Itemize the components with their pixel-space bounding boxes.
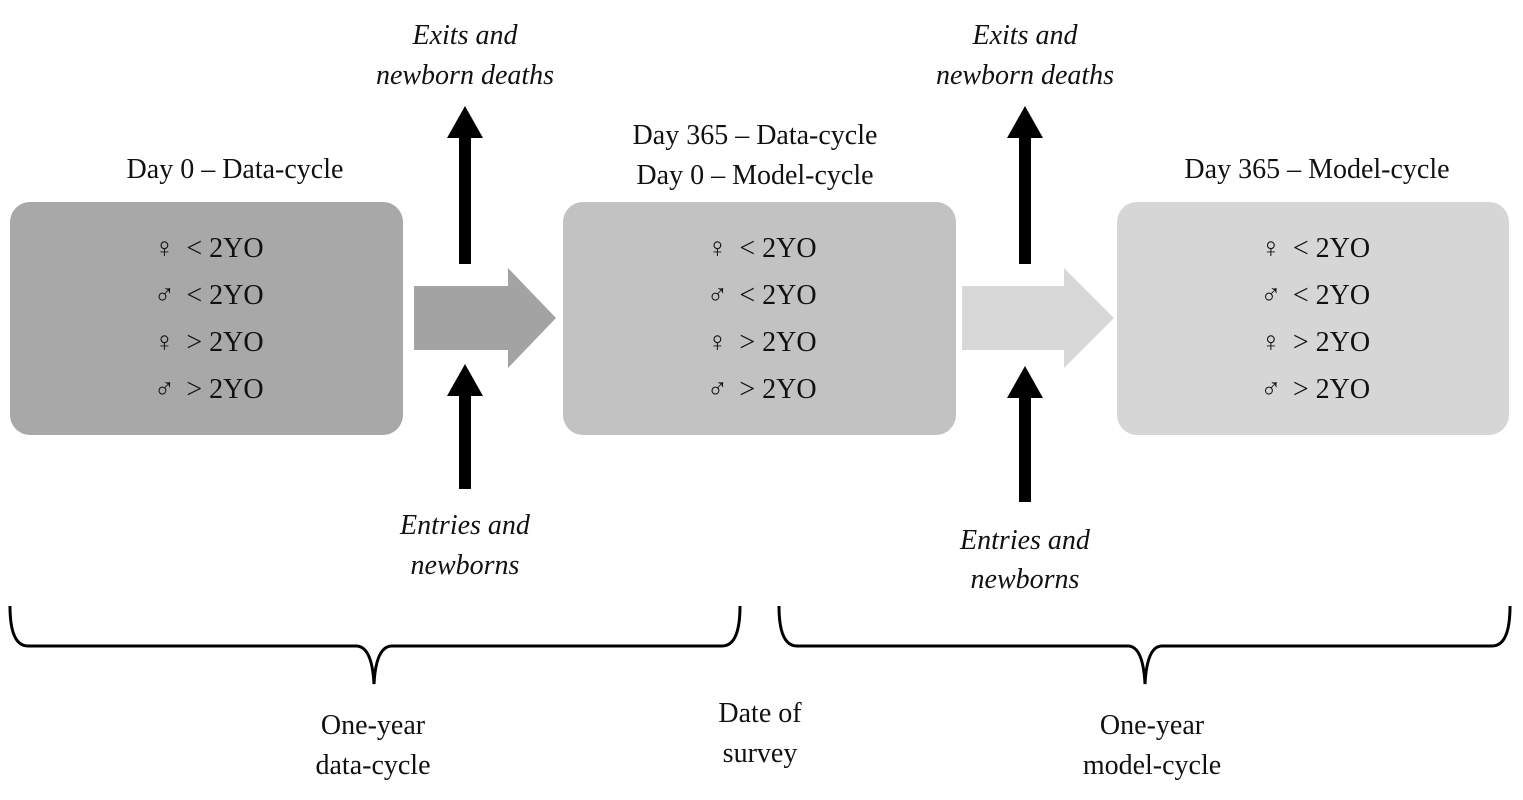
box-row: ♀ > 2YO	[1260, 326, 1371, 358]
entries-label-model-cycle-line2: newborns	[970, 564, 1080, 595]
stage-title-day0-data: Day 0 – Data-cycle	[126, 154, 344, 185]
one-year-model-cycle-line2: model-cycle	[1082, 750, 1222, 781]
transition-arrow-data-cycle	[414, 268, 556, 368]
box-row: ♂ > 2YO	[706, 373, 817, 405]
brace-data-cycle	[8, 605, 742, 685]
exits-label-model-cycle-line2: newborn deaths	[935, 60, 1115, 91]
date-of-survey-line1: Date of	[718, 698, 802, 729]
box-row: ♂ > 2YO	[153, 373, 264, 405]
box-row: ♂ > 2YO	[1260, 373, 1371, 405]
stage-title-day0-model: Day 0 – Model-cycle	[636, 160, 874, 191]
exits-arrow-model-cycle	[1007, 106, 1043, 264]
exits-label-data-cycle-line2: newborn deaths	[375, 60, 555, 91]
date-of-survey-line2: survey	[722, 738, 798, 769]
transition-arrow-model-cycle	[962, 268, 1114, 368]
box-row: ♀ < 2YO	[1260, 232, 1371, 264]
stage-title-day365-data: Day 365 – Data-cycle	[632, 120, 878, 151]
entries-label-model-cycle-line1: Entries and	[960, 525, 1090, 556]
box-row: ♀ < 2YO	[706, 232, 817, 264]
exits-label-data-cycle-line1: Exits and	[412, 20, 518, 51]
entries-arrow-model-cycle	[1007, 366, 1043, 502]
exits-label-model-cycle-line1: Exits and	[972, 20, 1078, 51]
box-row: ♂ < 2YO	[706, 279, 817, 311]
entries-arrow-data-cycle	[447, 364, 483, 489]
one-year-data-cycle-line1: One-year	[320, 710, 426, 741]
box-row: ♀ < 2YO	[153, 232, 264, 264]
population-box-day365-model: ♀ < 2YO ♂ < 2YO ♀ > 2YO ♂ > 2YO	[1117, 202, 1509, 435]
brace-model-cycle	[777, 605, 1512, 685]
box-row: ♀ > 2YO	[706, 326, 817, 358]
entries-label-data-cycle-line2: newborns	[410, 550, 520, 581]
population-box-day0-data: ♀ < 2YO ♂ < 2YO ♀ > 2YO ♂ > 2YO	[10, 202, 403, 435]
box-row: ♂ < 2YO	[1260, 279, 1371, 311]
one-year-model-cycle-line1: One-year	[1099, 710, 1205, 741]
stage-title-day365-model: Day 365 – Model-cycle	[1184, 154, 1450, 185]
one-year-data-cycle-line2: data-cycle	[315, 750, 431, 781]
population-box-day365-data: ♀ < 2YO ♂ < 2YO ♀ > 2YO ♂ > 2YO	[563, 202, 956, 435]
box-row: ♀ > 2YO	[153, 326, 264, 358]
exits-arrow-data-cycle	[447, 106, 483, 264]
entries-label-data-cycle-line1: Entries and	[400, 510, 530, 541]
box-row: ♂ < 2YO	[153, 279, 264, 311]
